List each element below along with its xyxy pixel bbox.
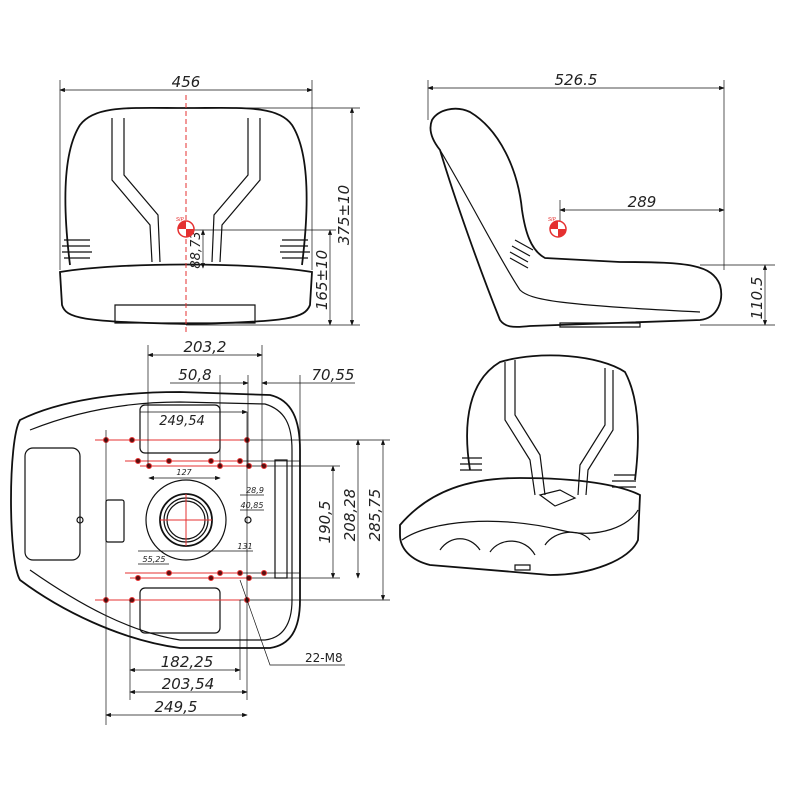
dim-203-54: 203,54	[162, 675, 215, 693]
dim-width: 456	[172, 73, 201, 91]
front-cushion-outline	[59, 263, 313, 325]
bottom-view: 203,2 50,8 70,55 249,54 127 28,9 40,85 1…	[10, 338, 390, 725]
dim-front-height: 110.5	[748, 277, 766, 320]
dim-sip-height: 88,73	[189, 231, 204, 268]
dim-seat-height: 165±10	[313, 250, 331, 310]
side-view: 526.5 289 110.5 SIP	[427, 71, 775, 328]
dim-55-25: 55,25	[143, 555, 166, 564]
dim-131: 131	[237, 542, 252, 551]
side-outline	[429, 107, 722, 328]
sip-marker-side: SIP	[548, 217, 567, 238]
dim-127: 127	[176, 468, 192, 477]
holes-label: 22-M8	[305, 651, 343, 665]
dim-depth: 526.5	[555, 71, 598, 89]
dim-249-54: 249,54	[159, 414, 205, 429]
dim-28-9: 28,9	[246, 486, 264, 495]
iso-backrest	[466, 354, 639, 481]
base-outline	[10, 391, 301, 649]
dim-height: 375±10	[335, 185, 353, 245]
dim-203-2: 203,2	[184, 338, 227, 356]
front-view: 456 375±10 165±10 88,73 SIP	[59, 73, 360, 332]
isometric-view	[399, 354, 641, 576]
dim-70-55: 70,55	[312, 366, 355, 384]
sip-marker-front: SIP	[176, 217, 195, 238]
mounting-holes	[103, 437, 267, 603]
dim-249-5: 249,5	[155, 698, 198, 716]
svg-text:SIP: SIP	[176, 217, 184, 223]
mounting-hole-rows	[95, 439, 390, 601]
dim-sip-offset: 289	[628, 193, 657, 211]
svg-text:SIP: SIP	[548, 217, 556, 223]
iso-cushion	[399, 477, 641, 576]
dim-285-75: 285,75	[366, 489, 384, 542]
dim-182-25: 182,25	[161, 653, 214, 671]
dim-208-28: 208,28	[341, 489, 359, 542]
dim-50-8: 50,8	[178, 366, 211, 384]
dim-40-85: 40,85	[241, 501, 264, 510]
dim-190-5: 190,5	[316, 501, 334, 544]
